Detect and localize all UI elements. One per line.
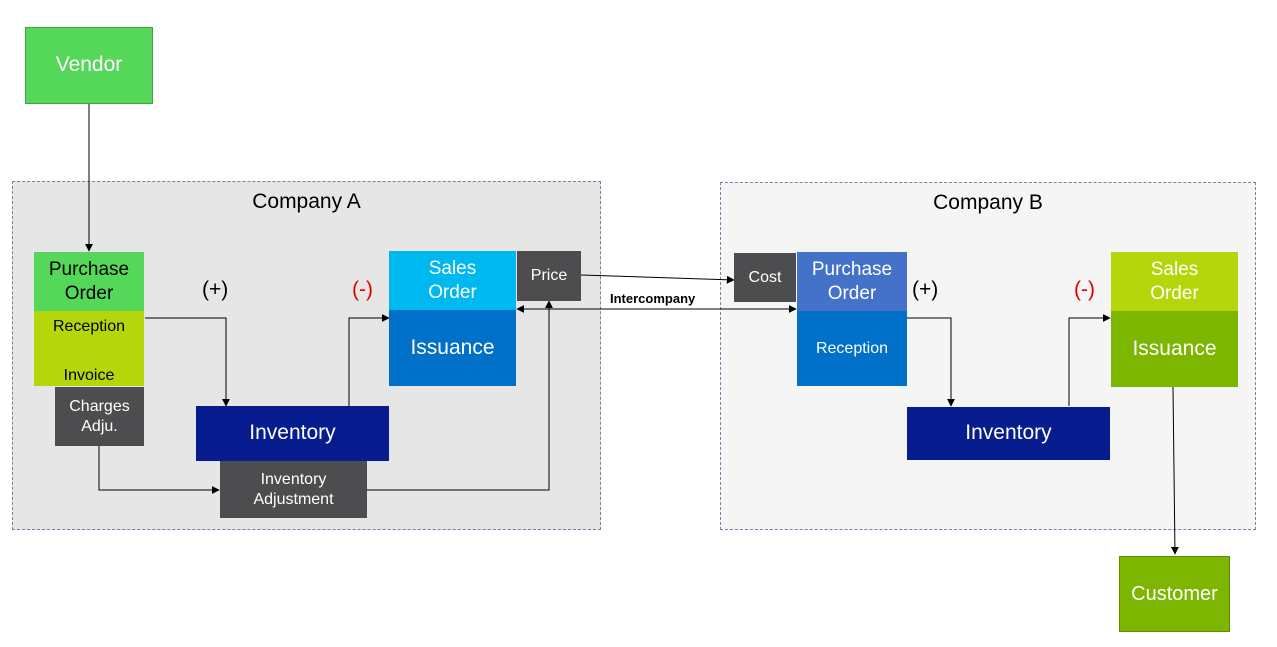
inventory-to-issuance-arrow xyxy=(348,314,390,406)
intercompany-label: Intercompany xyxy=(610,291,696,306)
customer-box: Customer xyxy=(1119,556,1230,632)
reception-invoice-a-box: Reception Invoice xyxy=(34,311,144,386)
price-to-cost-arrow xyxy=(580,274,735,284)
company-a-title: Company A xyxy=(252,190,361,213)
purchase-order-b-box: Purchase Order xyxy=(797,252,907,311)
inventory-a-box: Inventory xyxy=(196,406,389,461)
minus-sign-a: (-) xyxy=(352,278,373,301)
reception-a-label: Reception xyxy=(52,318,126,335)
sales-order-b-box: Sales Order xyxy=(1111,252,1238,311)
inventory-b-to-issuance-arrow xyxy=(1068,314,1111,406)
issuance-a-box: Issuance xyxy=(389,310,516,386)
issuance-b-box: Issuance xyxy=(1111,311,1238,387)
inventory-adjustment-box: Inventory Adjustment xyxy=(220,461,367,518)
inventory-b-box: Inventory xyxy=(907,407,1110,460)
company-b-title: Company B xyxy=(933,191,1043,214)
invoice-a-label: Invoice xyxy=(63,367,115,384)
reception-b-box: Reception xyxy=(797,311,907,386)
reception-b-to-inventory-arrow xyxy=(907,317,955,407)
sales-order-a-box: Sales Order xyxy=(389,251,516,310)
inv-adj-to-price-arrow xyxy=(367,300,553,491)
plus-sign-a: (+) xyxy=(202,278,229,301)
reception-to-inventory-arrow xyxy=(145,317,230,407)
vendor-box: Vendor xyxy=(25,27,153,104)
charges-to-inv-adj-arrow xyxy=(98,446,220,494)
minus-sign-b: (-) xyxy=(1074,278,1095,301)
charges-adjustment-box: Charges Adju. xyxy=(55,387,144,446)
cost-box: Cost xyxy=(734,253,796,302)
purchase-order-a-box: Purchase Order xyxy=(34,252,144,311)
issuance-to-customer-arrow xyxy=(1170,386,1179,555)
price-box: Price xyxy=(517,251,581,301)
plus-sign-b: (+) xyxy=(912,278,939,301)
